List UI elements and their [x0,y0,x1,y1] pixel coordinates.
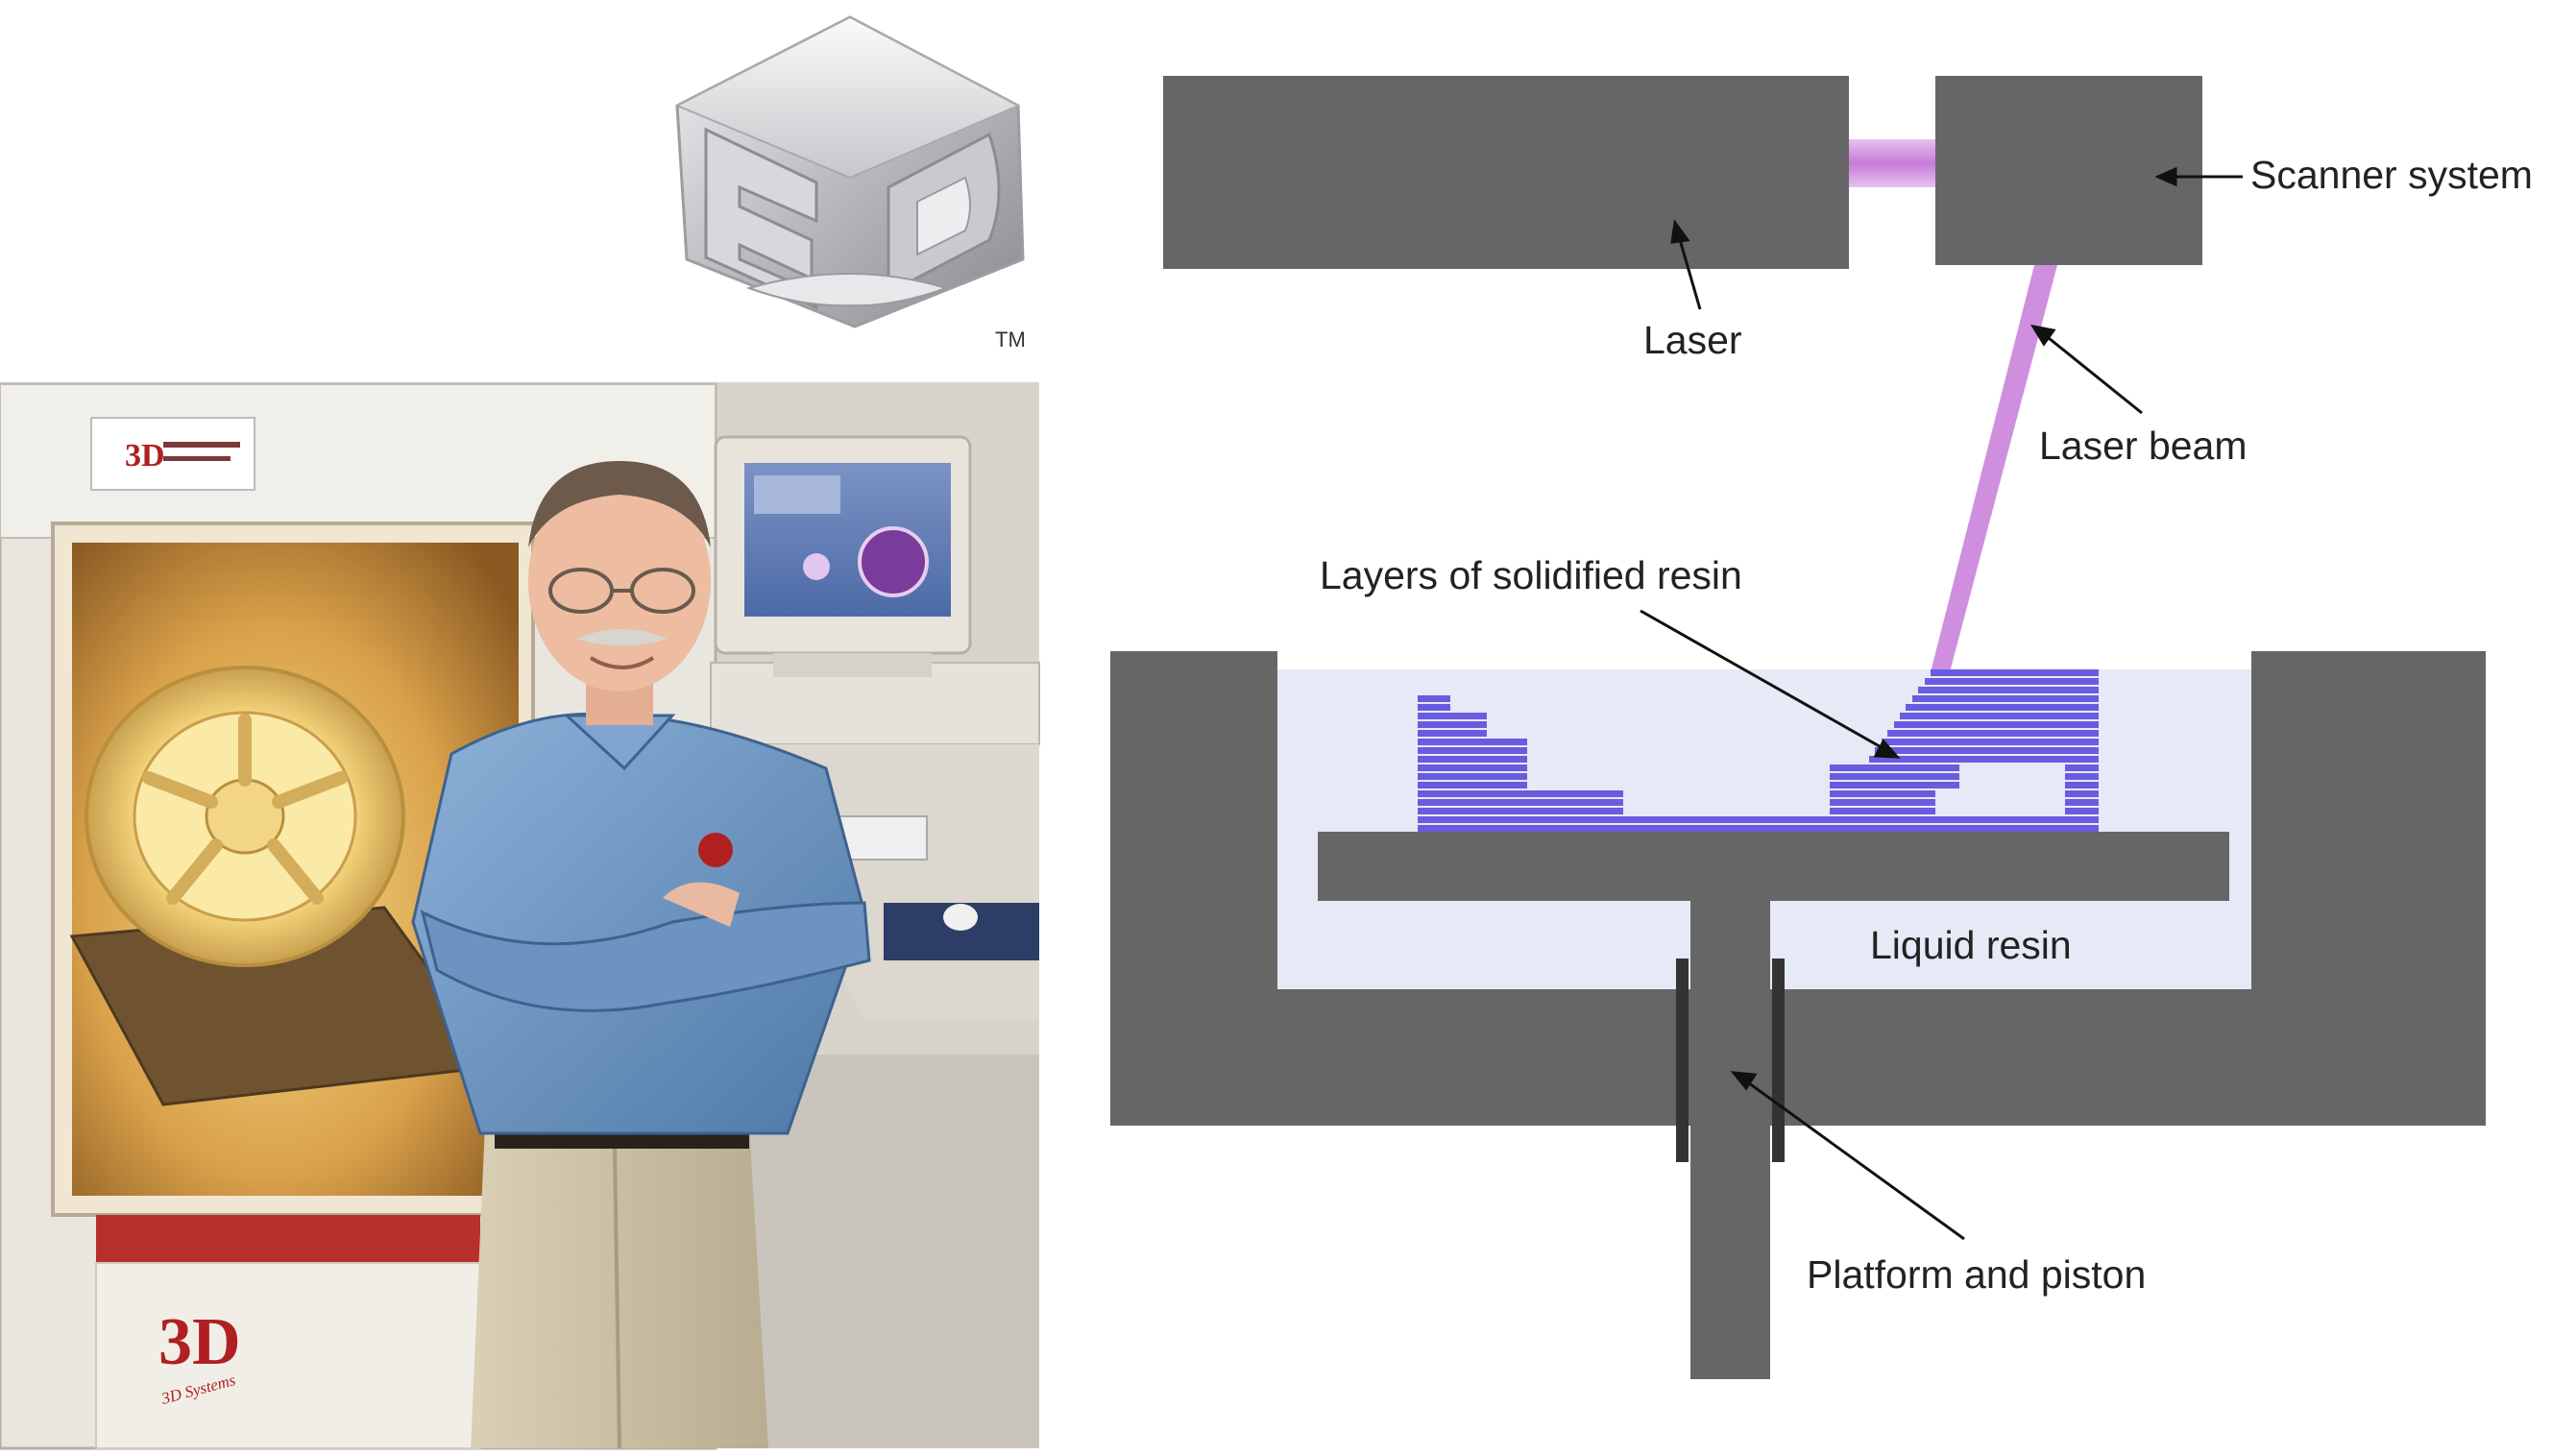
sla-diagram: Laser Scanner system Laser beam Layers o… [1110,76,2533,1379]
piston-seal-left [1676,959,1689,1162]
resin-layer [1900,713,2099,719]
resin-layer [1418,730,1487,737]
label-laser-beam: Laser beam [2039,424,2248,468]
solidified-layers [1418,669,2099,832]
resin-layer [1418,825,2027,832]
label-scanner-system: Scanner system [2250,153,2533,197]
resin-layer [2065,756,2099,763]
resin-vat [1110,651,2486,1126]
resin-layer [2065,721,2099,728]
resin-layer [1887,730,2099,737]
resin-layer [1830,782,1959,789]
resin-layer [1418,773,1527,780]
resin-layer [2094,678,2099,685]
resin-layer [2065,764,2099,771]
resin-layer [2065,747,2099,754]
resin-layer [2065,790,2099,797]
resin-layer [2094,695,2099,702]
resin-layer [2027,825,2099,832]
piston [1690,901,1770,1379]
trademark-text: TM [995,328,1026,352]
resin-layer [1830,773,1959,780]
resin-layer [1830,764,1959,771]
svg-text:3D: 3D [158,1305,241,1379]
beam-arrowhead [2029,324,2056,347]
piston-leader-line [1744,1079,1965,1241]
resin-layer [1418,756,1527,763]
platform [1318,832,2229,901]
resin-layer [1830,799,1935,806]
label-liquid-resin: Liquid resin [1870,923,2072,967]
label-platform-piston: Platform and piston [1807,1252,2146,1297]
resin-layer [2065,808,2099,814]
piston-seal-right [1772,959,1785,1162]
resin-layer [1925,678,2099,685]
resin-layer [2065,730,2099,737]
label-layers: Layers of solidified resin [1320,553,1742,597]
resin-layer [1875,747,2080,754]
laser-box [1163,76,1849,269]
resin-layer [1830,790,1935,797]
resin-layer [2065,799,2099,806]
resin-layer [2065,773,2099,780]
laser-beam [1931,265,2057,672]
inventor-photo: 3D 3D 3D Systems [0,382,1040,1450]
resin-layer [2065,782,2099,789]
resin-layer [1418,782,1527,789]
piston-arrowhead [1730,1071,1758,1091]
resin-layer [1418,695,1450,702]
laser-arrowhead [1670,219,1690,244]
beam-leader-line [2043,332,2143,415]
resin-layer [2094,669,2099,676]
resin-layer [1418,704,1450,711]
resin-layer [2065,739,2099,745]
resin-layer [1418,799,1623,806]
resin-layer [2027,816,2099,823]
svg-text:3D: 3D [125,438,165,473]
resin-layer [1418,713,1487,719]
scanner-arrowhead [2154,166,2177,187]
label-laser: Laser [1643,318,1742,362]
resin-layer [1418,739,1527,745]
resin-layer [1418,816,2027,823]
resin-layer [1931,669,2099,676]
scanner-box [1935,76,2202,265]
resin-layer [2094,713,2099,719]
resin-layer [1418,721,1487,728]
resin-layer [2094,687,2099,693]
beam-horizontal [1849,139,1935,187]
layers-arrowhead [1873,739,1901,759]
resin-layer [1418,790,1623,797]
resin-layer [1906,704,2099,711]
resin-layer [1418,764,1527,771]
resin-layer [1918,687,2099,693]
resin-layer [1830,808,1935,814]
3d-systems-logo: TM [674,15,1026,352]
resin-layer [1418,747,1527,754]
resin-layer [1894,721,2099,728]
resin-layer [1882,739,2091,745]
layers-leader-line [1640,609,1885,751]
resin-layer [1869,756,2070,763]
resin-layer [2094,704,2099,711]
laser-leader-line [1677,235,1702,310]
resin-layer [1912,695,2099,702]
resin-layer [1418,808,1623,814]
